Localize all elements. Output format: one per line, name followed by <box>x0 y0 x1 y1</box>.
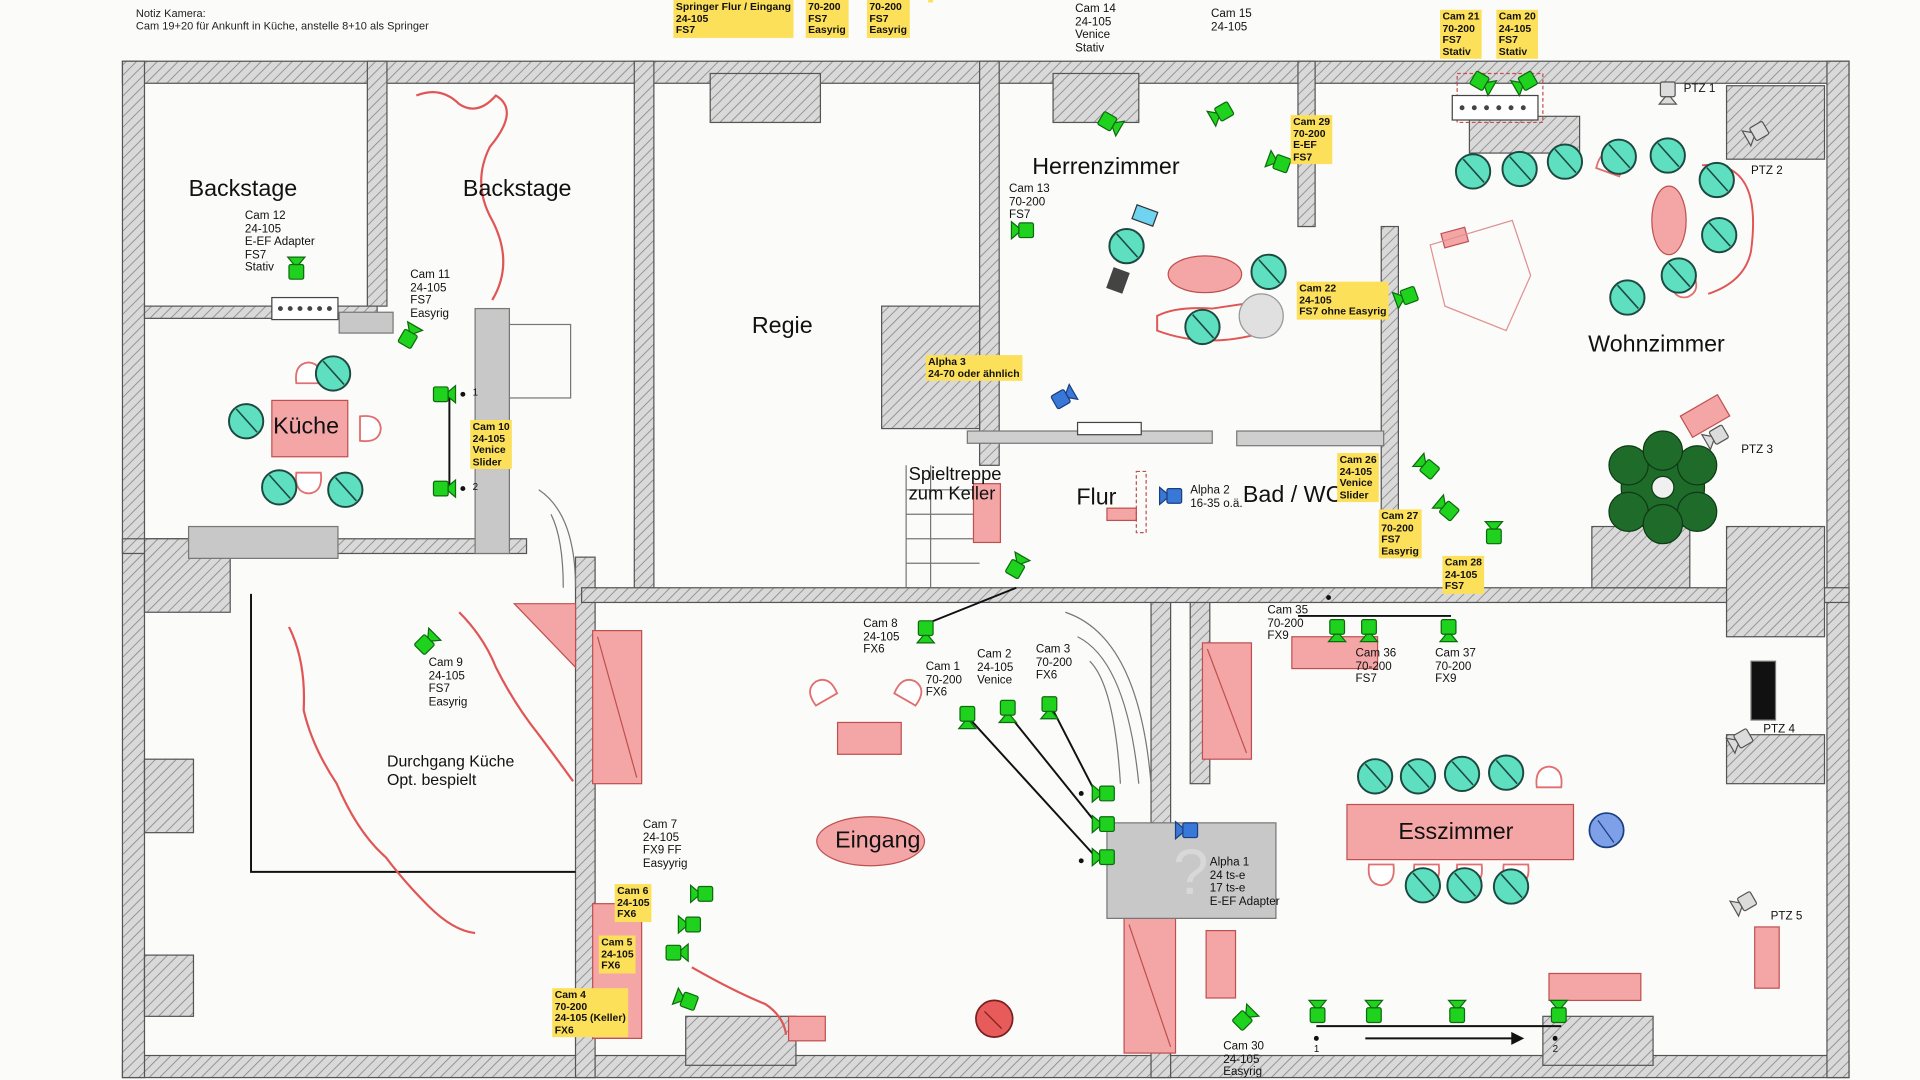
label-cam-1: Cam 1 70-200 FX6 <box>925 660 962 700</box>
label-cam-27: Cam 27 70-200 FS7 Easyrig <box>1378 509 1422 559</box>
room-bad-wc: Bad / WC <box>1242 482 1343 509</box>
room-regie: Regie <box>751 313 813 340</box>
label-cam-8: Cam 8 24-105 FX6 <box>863 617 900 657</box>
label-cam-3: Cam 3 70-200 FX6 <box>1035 642 1073 683</box>
label-cam-4: Cam 4 70-200 24-105 (Keller) FX6 <box>552 988 629 1038</box>
label-top-cam-c: 70-200 FS7 Easyrig <box>866 0 910 38</box>
plant <box>1608 430 1718 545</box>
room-kueche: Küche <box>273 413 340 440</box>
label-cam-13: Cam 13 70-200 FS7 <box>1008 182 1050 222</box>
slider-marker-end: 2 <box>1552 1043 1559 1055</box>
slider-marker-2: 2 <box>472 481 479 493</box>
label-cam-22: Cam 22 24-105 FS7 ohne Easyrig <box>1296 281 1390 319</box>
cameras-alpha <box>1049 383 1199 840</box>
label-ptz-5: PTZ 5 <box>1770 909 1803 924</box>
label-ptz-2: PTZ 2 <box>1751 164 1783 178</box>
label-cam-36: Cam 36 70-200 FS7 <box>1355 646 1397 686</box>
camera-note-text: Cam 19+20 für Ankunft in Küche, anstelle… <box>135 19 429 32</box>
room-durchgang: Durchgang Küche Opt. bespielt <box>386 751 515 789</box>
label-ptz-3: PTZ 3 <box>1741 443 1773 457</box>
room-backstage-right: Backstage <box>462 176 572 203</box>
label-ptz-1: PTZ 1 <box>1683 82 1716 96</box>
label-cam-28: Cam 28 24-105 FS7 <box>1442 555 1485 594</box>
label-cam-26: Cam 26 24-105 Venice Slider <box>1337 453 1380 503</box>
walls <box>121 60 1850 1079</box>
room-eingang: Eingang <box>835 827 921 854</box>
room-esszimmer: Esszimmer <box>1398 819 1514 845</box>
label-cam-12: Cam 12 24-105 E-EF Adapter FS7 Stativ <box>244 209 315 275</box>
label-cam-6: Cam 6 24-105 FX6 <box>614 884 653 922</box>
label-cam-11: Cam 11 24-105 FS7 Easyrig <box>410 268 451 321</box>
label-cam-14: Cam 14 24-105 Venice Stativ <box>1075 2 1116 55</box>
room-flur: Flur <box>1076 484 1117 511</box>
label-cam-19 <box>928 0 934 3</box>
label-cam-5: Cam 5 24-105 FX6 <box>598 935 637 973</box>
slider-marker-1: 1 <box>472 386 479 398</box>
room-wohnzimmer: Wohnzimmer <box>1588 331 1725 358</box>
label-springer-flur: Springer Flur / Eingang 24-105 FS7 <box>673 0 794 38</box>
label-cam-30: Cam 30 24-105 Easyrig <box>1223 1039 1265 1079</box>
label-cam-20: Cam 20 24-105 FS7 Stativ <box>1496 9 1539 59</box>
room-backstage-left: Backstage <box>188 176 298 203</box>
label-alpha-1: Alpha 1 24 ts-e 17 ts-e E-EF Adapter <box>1209 855 1280 908</box>
label-cam-21: Cam 21 70-200 FS7 Stativ <box>1440 9 1482 59</box>
label-cam-9: Cam 9 24-105 FS7 Easyrig <box>428 656 468 709</box>
label-ptz-4: PTZ 4 <box>1763 722 1795 736</box>
label-cam-2: Cam 2 24-105 Venice <box>977 647 1014 687</box>
svg-text:?: ? <box>1173 837 1208 908</box>
label-cam-7: Cam 7 24-105 FX9 FF Easyyrig <box>642 817 688 871</box>
label-alpha-3: Alpha 3 24-70 oder ähnlich <box>925 355 1023 381</box>
label-top-cam-b: 70-200 FS7 Easyrig <box>805 0 849 38</box>
label-alpha-2: Alpha 2 16-35 o.ä. <box>1190 483 1243 511</box>
room-herrenzimmer: Herrenzimmer <box>1032 154 1180 181</box>
label-cam-35: Cam 35 70-200 FX9 <box>1267 603 1309 643</box>
label-cam-10: Cam 10 24-105 Venice Slider <box>470 420 513 469</box>
room-spieltreppe: Spieltreppe zum Keller <box>908 464 1002 505</box>
label-cam-37: Cam 37 70-200 FX9 <box>1435 646 1476 686</box>
slider-marker-start: 1 <box>1313 1043 1320 1055</box>
camera-note-title: Notiz Kamera: <box>135 7 206 20</box>
label-cam-29: Cam 29 70-200 E-EF FS7 <box>1290 115 1333 165</box>
label-cam-15: Cam 15 24-105 <box>1211 7 1252 34</box>
